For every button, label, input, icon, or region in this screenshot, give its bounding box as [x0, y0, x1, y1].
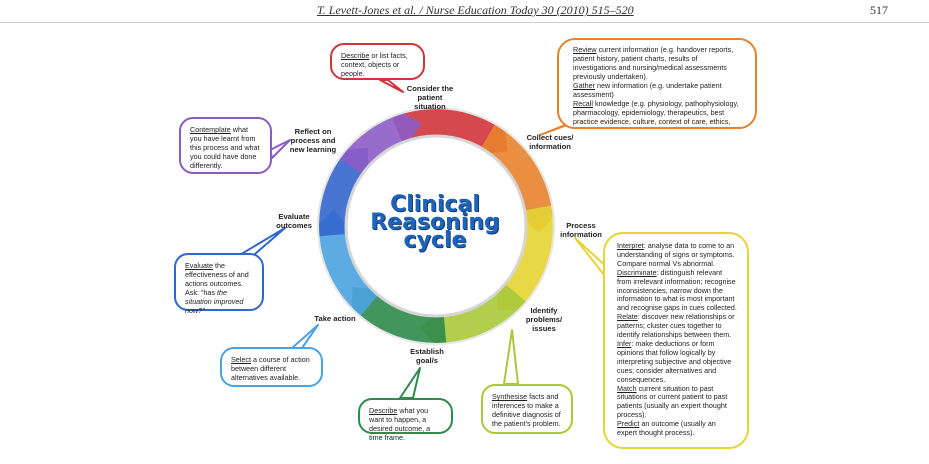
cycle-ring	[317, 107, 555, 345]
callout-review: Review current information (e.g. handove…	[557, 38, 757, 129]
center-title-line-1: Clinical	[390, 192, 480, 217]
stage-process: Process information	[560, 221, 602, 239]
center-title-line-2: Reasoning	[370, 210, 500, 235]
stage-collect: Collect cues/ information	[526, 133, 574, 151]
callout-describe: Describe or list facts, context, objects…	[330, 43, 425, 80]
callout-select: Select a course of action between differ…	[220, 347, 323, 387]
connector-describe	[379, 79, 404, 93]
callout-describe-goal: Describe what you want to happen, a desi…	[358, 398, 453, 442]
ring-outline	[317, 107, 555, 345]
stage-consider: Consider the patient situation	[406, 84, 454, 111]
stage-identify: Identify problems/ issues	[525, 306, 563, 333]
segment-collect	[481, 124, 553, 234]
journal-citation: T. Levett-Jones et al. / Nurse Education…	[317, 3, 634, 17]
segment-consider	[392, 109, 508, 154]
segment-take-action	[319, 209, 379, 316]
page-number: 517	[870, 3, 888, 17]
callout-contemplate: Contemplate what you have learnt from th…	[179, 117, 272, 174]
stage-evaluate: Evaluate outcomes	[276, 212, 312, 230]
ring-center	[344, 134, 528, 318]
segment-establish	[351, 286, 447, 343]
segment-identify	[419, 283, 526, 343]
segment-reflect	[340, 113, 422, 175]
stage-reflect: Reflect on process and new learning	[289, 127, 337, 154]
connector-synthesise	[503, 329, 519, 385]
page-header: T. Levett-Jones et al. / Nurse Education…	[0, 0, 929, 23]
stage-take-action: Take action	[314, 314, 356, 323]
segment-evaluate	[318, 147, 369, 237]
callout-synthesise: Synthesise facts and inferences to make …	[481, 384, 573, 434]
callout-evaluate: Evaluate the effectiveness of and action…	[174, 253, 264, 315]
connector-select	[291, 324, 319, 349]
connector-describe-goal	[399, 367, 421, 399]
segment-process	[496, 205, 554, 311]
callout-interpret: Interpret: analyse data to come to an un…	[603, 232, 749, 449]
center-title: Clinical Reasoning cycle	[360, 192, 510, 253]
center-title-line-3: cycle	[403, 228, 467, 253]
stage-establish: Establish goal/s	[410, 347, 444, 365]
